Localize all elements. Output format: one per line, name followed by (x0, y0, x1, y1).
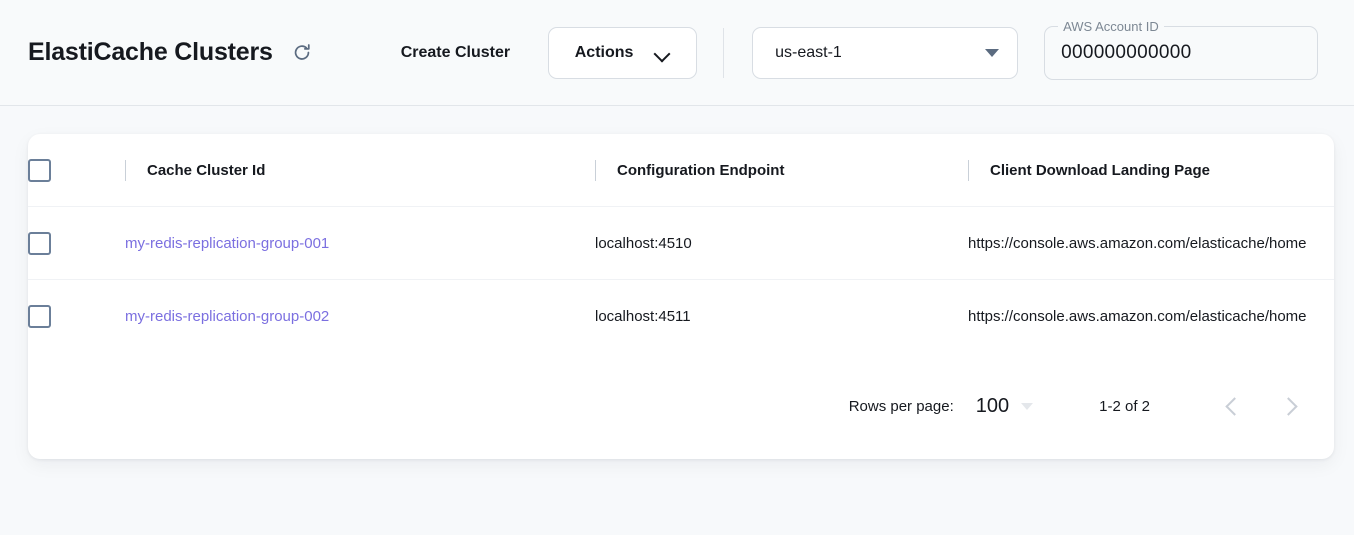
row-checkbox[interactable] (28, 231, 51, 255)
app-header: ElastiCache Clusters Create Cluster Acti… (0, 0, 1354, 106)
caret-down-icon (985, 48, 1000, 57)
column-separator (968, 159, 969, 181)
caret-down-icon (1021, 403, 1034, 410)
region-select-value: us-east-1 (775, 43, 842, 61)
previous-page-button[interactable] (1210, 385, 1254, 429)
pagination-bar: Rows per page: 100 1-2 of 2 (28, 354, 1334, 459)
select-all-cell (28, 134, 125, 207)
cell-cache-cluster-id: my-redis-replication-group-002 (125, 280, 595, 353)
column-header-label: Client Download Landing Page (990, 161, 1211, 179)
row-select-cell (28, 280, 125, 353)
create-cluster-button[interactable]: Create Cluster (397, 38, 514, 68)
column-header-label: Configuration Endpoint (617, 161, 785, 179)
rows-per-page-value: 100 (975, 395, 1010, 417)
column-header-configuration-endpoint[interactable]: Configuration Endpoint (595, 134, 968, 207)
aws-account-id-value: 000000000000 (1061, 41, 1192, 63)
cell-configuration-endpoint: localhost:4510 (595, 234, 692, 252)
header-divider (723, 27, 725, 78)
pagination-range: 1-2 of 2 (1099, 398, 1150, 415)
rows-per-page-select[interactable]: 100 (975, 395, 1034, 418)
actions-button[interactable]: Actions (548, 26, 698, 79)
aws-account-id-label: AWS Account ID (1058, 17, 1164, 36)
row-select-cell (28, 207, 125, 280)
next-page-button[interactable] (1268, 385, 1312, 429)
aws-account-id-field[interactable]: AWS Account ID 000000000000 (1044, 17, 1319, 80)
column-header-label: Cache Cluster Id (147, 161, 266, 179)
column-header-client-download-landing-page[interactable]: Client Download Landing Page (968, 134, 1334, 207)
clusters-table: Cache Cluster Id Configuration Endpoint … (28, 134, 1334, 353)
region-select[interactable]: us-east-1 (752, 26, 1019, 79)
refresh-icon (291, 42, 313, 64)
cell-configuration-endpoint: localhost:4511 (595, 307, 691, 325)
actions-button-label: Actions (574, 43, 634, 61)
refresh-button[interactable] (287, 38, 317, 68)
row-checkbox[interactable] (28, 304, 51, 328)
column-separator (125, 159, 126, 181)
table-header-row: Cache Cluster Id Configuration Endpoint … (28, 134, 1334, 207)
cluster-id-link[interactable]: my-redis-replication-group-002 (125, 307, 330, 325)
select-all-checkbox[interactable] (28, 158, 51, 182)
clusters-table-card: Cache Cluster Id Configuration Endpoint … (28, 134, 1334, 459)
table-body: my-redis-replication-group-001 localhost… (28, 206, 1334, 353)
chevron-right-icon (1278, 397, 1298, 416)
rows-per-page-label: Rows per page: (848, 398, 954, 415)
table-row: my-redis-replication-group-002 localhost… (28, 279, 1334, 353)
chevron-down-icon (655, 48, 670, 57)
table-row: my-redis-replication-group-001 localhost… (28, 206, 1334, 280)
table-header: Cache Cluster Id Configuration Endpoint … (28, 134, 1334, 207)
cell-cache-cluster-id: my-redis-replication-group-001 (125, 207, 595, 280)
cluster-id-link[interactable]: my-redis-replication-group-001 (125, 234, 330, 252)
page-title: ElastiCache Clusters (28, 38, 273, 66)
cell-client-download-landing-page: https://console.aws.amazon.com/elasticac… (968, 307, 1307, 325)
column-header-cache-cluster-id[interactable]: Cache Cluster Id (125, 134, 595, 207)
chevron-left-icon (1224, 397, 1244, 416)
column-separator (595, 159, 596, 181)
cell-client-download-landing-page: https://console.aws.amazon.com/elasticac… (968, 234, 1307, 252)
